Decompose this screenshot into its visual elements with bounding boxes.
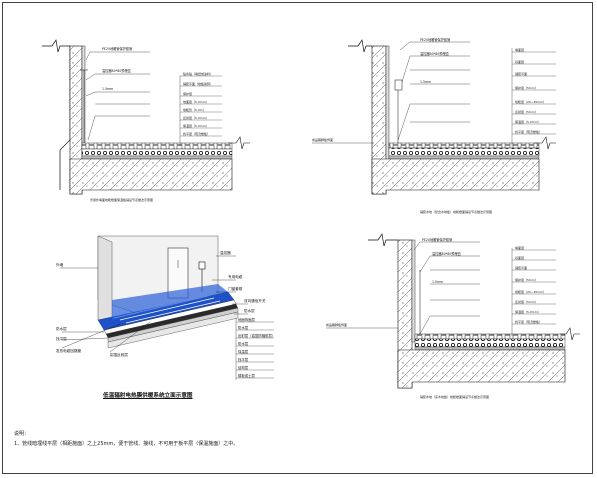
iso-left-label-2: 发热电缆回路管 (56, 348, 82, 353)
detail-b-caption: 铺装木地（复合木地板）地暖楼面铺设节点做法示意图 (420, 209, 492, 214)
detail-b-label-0: PE20地暖管保护套管 (420, 37, 450, 42)
iso-left-label-1: 防水层 (56, 326, 67, 331)
detail-b-rlabel-2: 铺装平面 (515, 71, 527, 76)
iso-right-label-3: 双向通信开关 (244, 298, 266, 303)
detail-b-rlabel-1: 基面层 (515, 59, 524, 64)
detail-a-label-0: PE20地暖管保护套管 (102, 46, 132, 51)
legend-item-1: 防水层 (238, 325, 249, 330)
legend-item-0: 地面饰面层 (238, 317, 256, 322)
detail-c-rlabel-4: 地暖层（20~30mm） (515, 289, 546, 294)
notes-line-1: 1、管线暗埋线平层（相距施面）之上25mm，便于管线、接线，不可用于板平层（保温… (14, 441, 239, 447)
iso-left-label-3: 找平层 (56, 336, 67, 341)
detail-b-rlabel-3: 保护层（5mm） (515, 85, 538, 90)
iso-right-label-0: 温控器 (220, 250, 231, 255)
detail-b: PE20地暖管保护套管 温控器80*80预埋盒 1.5mm 墙面层 基面层 铺装… (312, 37, 556, 214)
legend-item-7: 楼板或土层 (238, 373, 256, 378)
detail-c: PE20地暖管保护套管 温控器80*80预埋盒 1.5mm 墙面层 基面层 铺装… (326, 233, 580, 399)
detail-b-label-1: 温控器80*80预埋盒 (420, 51, 450, 56)
isometric-title: 低温辐射电热膜供暖系统立面示意图 (103, 393, 193, 399)
detail-a-rlabel-6: 保温层（5.0mm） (183, 123, 209, 128)
isometric-view: 外墙 防水层 发热电缆回路管 找平层 温控器 专用电缆 门窗套框 双向通信开关 … (56, 235, 275, 380)
iso-right-label-2: 门窗套框 (228, 286, 243, 291)
detail-c-label-0: PE20地暖管保护套管 (422, 237, 452, 242)
detail-c-rlabel-1: 基面层 (515, 255, 524, 260)
detail-a-rlabel-4: 地暖管（5.0m） (183, 107, 206, 112)
iso-right-label-4: 防水层 (244, 308, 255, 313)
notes-title: 说明： (14, 431, 30, 437)
detail-a-rlabel-3: 地面层（5.0mm） (183, 99, 209, 104)
detail-b-rlabel-6: 保温层（5.0mm） (515, 119, 541, 124)
detail-c-rlabel-0: 墙面层 (515, 245, 524, 250)
detail-c-caption: 铺装木地（实木地板）地暖楼面铺设节点做法示意图 (420, 394, 489, 399)
detail-a-caption: 普通外墙面地暖楼面保温板铺设节点做法示意图 (90, 197, 153, 202)
detail-c-rlabel-7: 找平层（现浇楼板） (515, 319, 542, 324)
detail-c-rlabel-2: 铺装平面 (515, 265, 527, 270)
detail-a-rlabel-1: 铺装平面（地板瓷砖） (183, 81, 213, 86)
detail-c-rlabel-3: 保护层（5mm） (515, 277, 538, 282)
detail-c-label-1: 温控器80*80预埋盒 (432, 251, 462, 256)
legend-item-5: 找平层 (238, 357, 249, 362)
detail-a-rlabel-0: 贴条贴（墙纸或涂料） (183, 71, 213, 76)
legend-item-6: 结构层 (238, 365, 249, 370)
detail-c-left-label: 成品踢脚板饰面 (326, 322, 347, 327)
legend-item-4: 保温层 (238, 349, 249, 354)
detail-a: PE20地暖管保护套管 温控器80*80预埋盒 1.5mm 贴条贴（墙纸或涂料）… (42, 39, 250, 202)
legend-item-3: 防水层 (238, 341, 249, 346)
iso-right-label-1: 专用电缆 (228, 274, 243, 279)
title-block (592, 2, 597, 474)
detail-a-label-1: 温控器80*80预埋盒 (102, 68, 132, 73)
detail-b-left-label: 成品踢脚板饰面 (312, 137, 333, 142)
detail-c-label-2: 1.5mm (432, 280, 443, 284)
detail-b-label-2: 1.5mm (420, 80, 431, 84)
detail-c-rlabel-5: 反射层（5mm） (515, 299, 538, 304)
detail-b-rlabel-0: 墙面层 (515, 47, 524, 52)
iso-bottom-label: 铝箔反射层 (110, 352, 128, 357)
detail-a-label-2: 1.5mm (102, 87, 113, 91)
detail-a-rlabel-5: 反射层（5.0mm） (183, 115, 209, 120)
detail-b-rlabel-5: 反射层（5mm） (515, 109, 538, 114)
detail-a-rlabel-2: 保护层 (183, 91, 192, 96)
legend-item-2: 反射层（铝箔防辐射层） (238, 333, 275, 338)
detail-c-rlabel-6: 保温层（5.0mm） (515, 309, 541, 314)
detail-a-rlabel-7: 找平层（现浇楼板） (183, 131, 210, 136)
detail-b-rlabel-4: 地暖层（20~30mm） (515, 99, 546, 104)
iso-left-label-0: 外墙 (56, 262, 64, 267)
detail-b-rlabel-7: 找平层（现浇楼板） (515, 129, 542, 134)
